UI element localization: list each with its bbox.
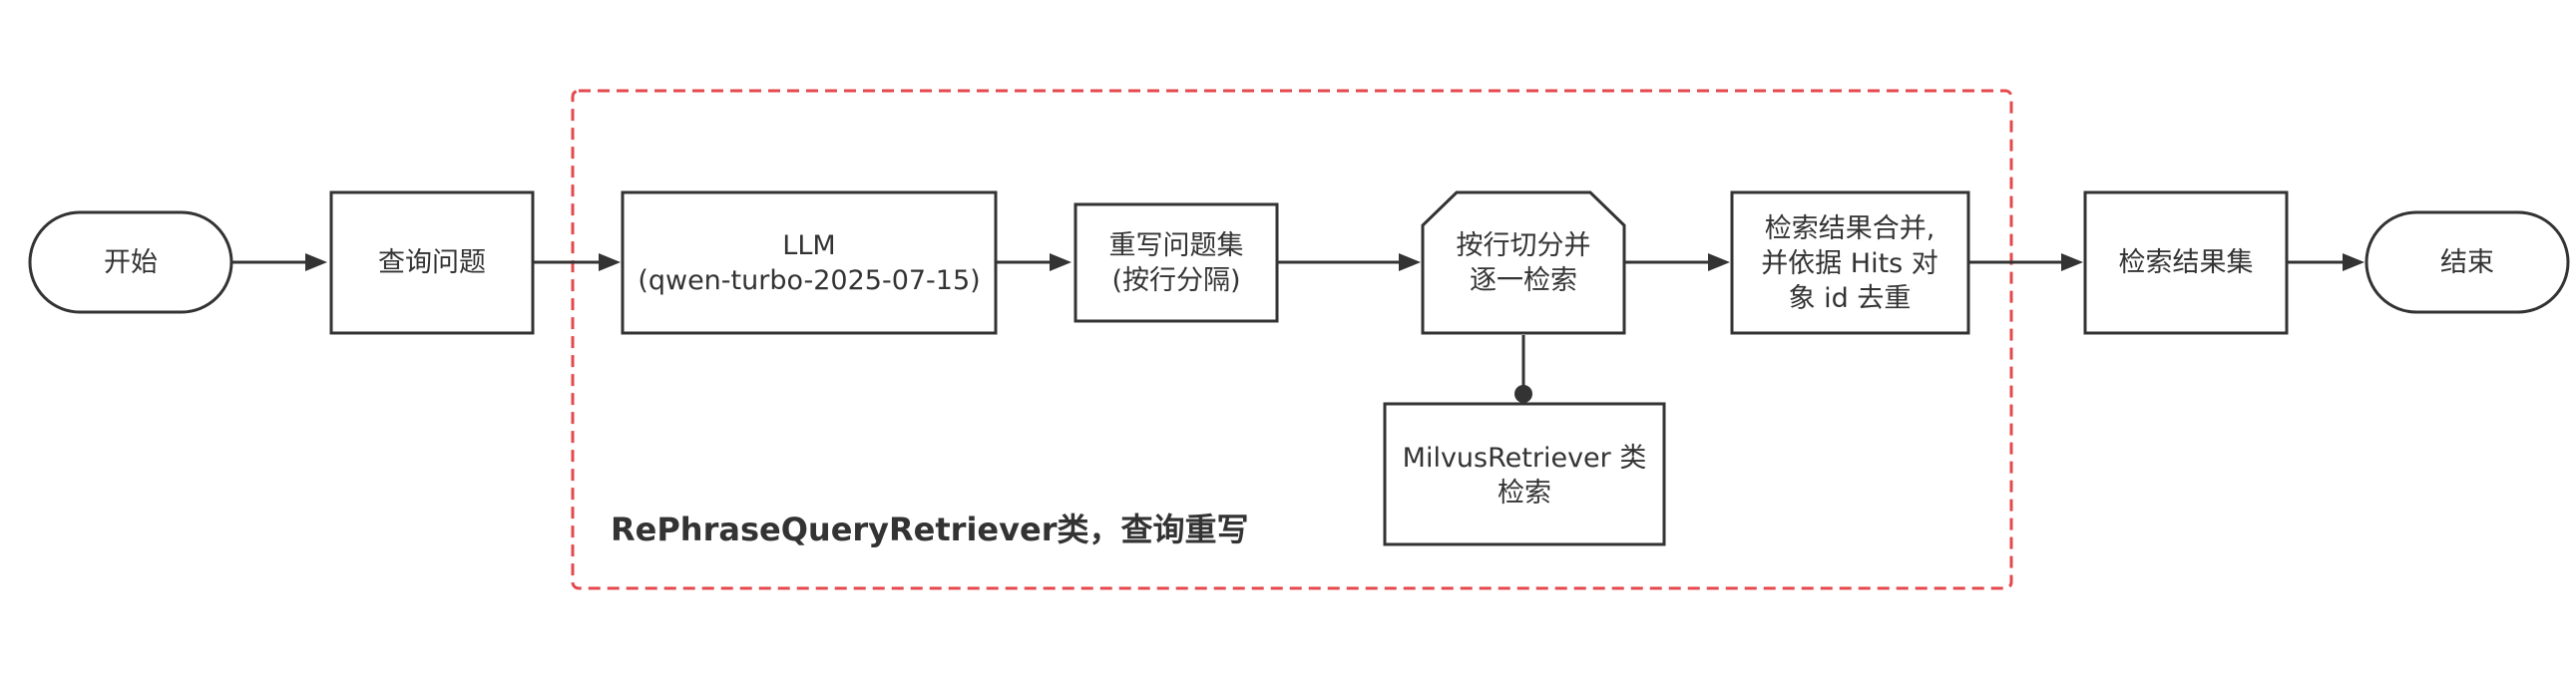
end-node: 结束	[2364, 210, 2570, 314]
split-label-line1: 按行切分并	[1457, 230, 1591, 261]
group-title: RePhraseQueryRetriever类，查询重写	[611, 511, 1248, 548]
query-node: 查询问题	[329, 190, 535, 335]
end-label: 结束	[2440, 247, 2494, 278]
milvus-node: MilvusRetriever 类 检索	[1383, 402, 1666, 546]
arrowhead	[1050, 253, 1072, 271]
connector-dot	[1514, 385, 1532, 403]
start-label: 开始	[104, 247, 158, 278]
results-node: 检索结果集	[2083, 190, 2289, 335]
rewrite-node: 重写问题集 (按行分隔)	[1073, 202, 1279, 323]
start-node: 开始	[28, 210, 233, 314]
llm-node: LLM (qwen-turbo-2025-07-15)	[621, 190, 998, 335]
milvus-label-line2: 检索	[1498, 478, 1551, 509]
rewrite-label-line1: 重写问题集	[1109, 230, 1244, 261]
rewrite-label-line2: (按行分隔)	[1111, 265, 1240, 296]
split-node: 按行切分并 逐一检索	[1421, 190, 1626, 335]
rephrase-group-border	[571, 89, 2013, 590]
query-label: 查询问题	[378, 247, 486, 278]
arrowhead	[1708, 253, 1730, 271]
arrowhead	[305, 253, 327, 271]
arrowhead	[2343, 253, 2364, 271]
llm-label-line2: (qwen-turbo-2025-07-15)	[638, 265, 980, 296]
merge-label-line3: 象 id 去重	[1789, 283, 1912, 314]
edges	[231, 253, 2364, 403]
merge-node: 检索结果合并, 并依据 Hits 对 象 id 去重	[1730, 190, 1970, 335]
merge-label-line1: 检索结果合并,	[1765, 213, 1935, 244]
results-label: 检索结果集	[2119, 247, 2254, 278]
merge-label-line2: 并依据 Hits 对	[1761, 248, 1938, 279]
llm-label-line1: LLM	[782, 230, 835, 261]
split-label-line2: 逐一检索	[1470, 265, 1577, 296]
arrowhead	[1399, 253, 1421, 271]
milvus-label-line1: MilvusRetriever 类	[1403, 443, 1647, 474]
arrowhead	[599, 253, 621, 271]
arrowhead	[2061, 253, 2083, 271]
